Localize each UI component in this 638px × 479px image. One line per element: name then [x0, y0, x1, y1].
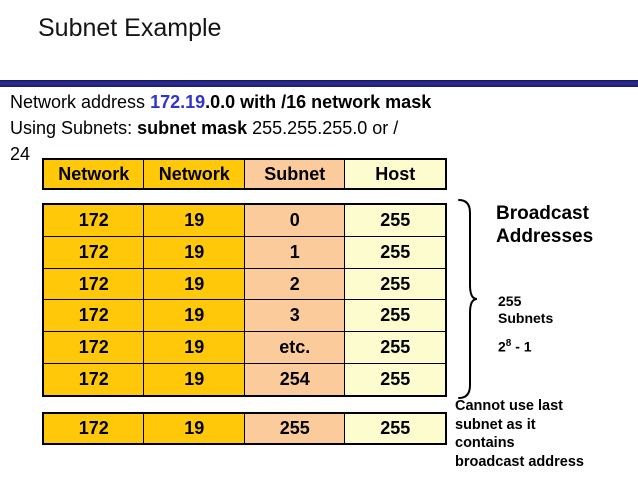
- mask-wrap-line: 24: [10, 141, 431, 167]
- table-row: 172 19 0 255: [42, 203, 447, 237]
- table-row: 172 19 1 255: [42, 235, 447, 269]
- cell-host: 255: [344, 203, 447, 237]
- cell-host: 255: [344, 412, 447, 445]
- subnet-count-value: 255: [498, 293, 522, 309]
- formula-base: 2: [498, 338, 506, 355]
- cell-network-2: 19: [143, 362, 245, 397]
- cell-subnet: 255: [243, 412, 346, 445]
- network-address-line: Network address 172.19.0.0 with /16 netw…: [10, 89, 431, 115]
- subnet-mask-rest: 255.255.255.0 or /: [247, 118, 399, 138]
- table-row: 172 19 2 255: [42, 267, 447, 301]
- cell-subnet: 1: [243, 235, 346, 269]
- table-row: 172 19 3 255: [42, 299, 447, 333]
- cell-subnet: 3: [243, 299, 346, 333]
- network-address-rest: .0.0 with /16 network mask: [205, 92, 432, 112]
- cell-network-2: 19: [143, 267, 245, 301]
- cannot-use-note: Cannot use last subnet as it contains br…: [455, 397, 584, 471]
- cell-network-1: 172: [42, 235, 145, 269]
- broadcast-addresses-label: Broadcast Addresses: [496, 202, 593, 248]
- cell-host: 255: [344, 362, 447, 397]
- cell-host: 255: [344, 267, 447, 301]
- broadcast-line-1: Broadcast: [496, 203, 589, 224]
- subnet-mask-prefix: Using Subnets:: [10, 118, 138, 138]
- cell-subnet: 254: [243, 362, 346, 397]
- subnet-mask-bold: subnet mask: [137, 118, 248, 138]
- header-row: Network Network Subnet Host: [42, 158, 447, 190]
- cell-network-1: 172: [42, 203, 145, 237]
- cell-network-2: 19: [143, 412, 245, 445]
- cell-subnet: 0: [243, 203, 346, 237]
- cell-host: 255: [344, 235, 447, 269]
- subnet-count-formula: 28 - 1: [498, 338, 532, 355]
- cell-network-2: 19: [143, 331, 245, 364]
- cell-network-1: 172: [42, 412, 145, 445]
- cell-host: 255: [344, 299, 447, 333]
- table-row: 172 19 etc. 255: [42, 331, 447, 364]
- cell-network-1: 172: [42, 299, 145, 333]
- broadcast-line-2: Addresses: [496, 226, 594, 247]
- table-row: 172 19 254 255: [42, 362, 447, 397]
- network-address-highlight: 172.19: [150, 92, 206, 112]
- formula-rest: - 1: [511, 338, 532, 355]
- header-network-2: Network: [143, 158, 245, 190]
- curly-brace-icon: [458, 199, 478, 399]
- page-title: Subnet Example: [38, 14, 222, 42]
- network-address-prefix: Network address: [10, 92, 151, 112]
- table-row: 172 19 255 255: [42, 412, 447, 445]
- subnet-address-table: 172 19 0 255 172 19 1 255 172 19 2 255 1…: [42, 203, 447, 397]
- subnet-mask-line: Using Subnets: subnet mask 255.255.255.0…: [10, 115, 431, 141]
- last-subnet-table: 172 19 255 255: [42, 412, 447, 445]
- title-divider: [0, 80, 638, 87]
- header-host: Host: [344, 158, 447, 190]
- subnet-count-word: Subnets: [498, 310, 554, 326]
- octet-header-table: Network Network Subnet Host: [42, 158, 447, 190]
- header-network-1: Network: [42, 158, 145, 190]
- cannot-use-line: broadcast address: [455, 453, 584, 470]
- mask-wrap-text: 24: [10, 144, 31, 164]
- cell-network-2: 19: [143, 299, 245, 333]
- cell-host: 255: [344, 331, 447, 364]
- header-subnet: Subnet: [243, 158, 346, 190]
- cell-subnet: etc.: [243, 331, 346, 364]
- cannot-use-line: subnet as it: [455, 416, 536, 433]
- cell-network-1: 172: [42, 362, 145, 397]
- cannot-use-line: Cannot use last: [455, 398, 563, 414]
- cell-network-2: 19: [143, 203, 245, 237]
- formula-exponent: 8: [505, 338, 512, 349]
- cannot-use-line: contains: [455, 435, 515, 451]
- cell-network-1: 172: [42, 267, 145, 301]
- cell-subnet: 2: [243, 267, 346, 301]
- cell-network-2: 19: [143, 235, 245, 269]
- subnet-count-label: 255 Subnets: [498, 293, 553, 327]
- cell-network-1: 172: [42, 331, 145, 364]
- intro-text: Network address 172.19.0.0 with /16 netw…: [10, 89, 431, 167]
